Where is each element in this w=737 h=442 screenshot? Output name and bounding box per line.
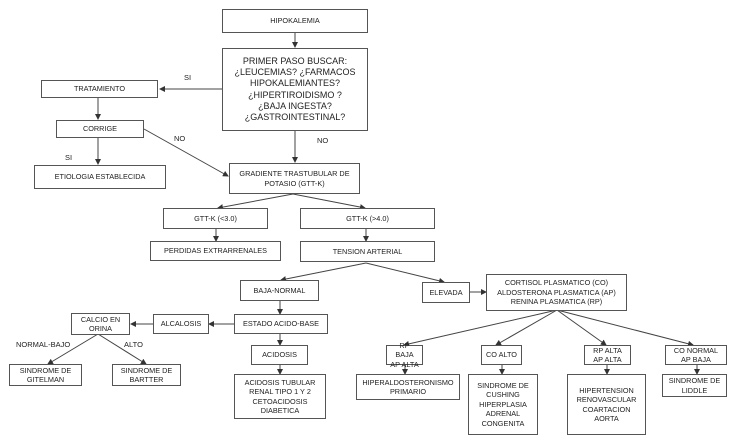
edge-calcio-bartter <box>97 333 147 365</box>
node-bartter: SINDROME DE BARTTER <box>112 364 181 386</box>
edge-hormonas-rpalta <box>556 309 607 346</box>
node-perdidas: PERDIDAS EXTRARRENALES <box>150 241 281 261</box>
node-acidosis: ACIDOSIS <box>251 345 308 365</box>
node-baja-normal: BAJA-NORMAL <box>240 280 319 301</box>
edge-hormonas-conormal <box>556 309 694 347</box>
node-tension: TENSION ARTERIAL <box>300 241 435 262</box>
edge-label-alto: ALTO <box>124 340 143 349</box>
edge-hormonas-rpbaja <box>403 309 558 347</box>
node-hiperaldosteronismo: HIPERALDOSTERONISMO PRIMARIO <box>356 374 460 400</box>
edge-label-si-tratamiento: SI <box>184 73 192 82</box>
node-hormonas: CORTISOL PLASMATICO (CO) ALDOSTERONA PLA… <box>486 274 627 311</box>
node-co-normal: CO NORMAL AP BAJA <box>665 345 727 365</box>
node-acido-base: ESTADO ACIDO-BASE <box>234 314 328 334</box>
edge-label-si-corrige: SI <box>65 153 73 162</box>
node-acidosis-tubular: ACIDOSIS TUBULAR RENAL TIPO 1 Y 2 CETOAC… <box>234 374 326 419</box>
edge-gttk-high <box>292 193 366 210</box>
edge-calcio-gitelman <box>47 333 99 365</box>
node-rp-baja: RP BAJA AP ALTA <box>386 341 423 369</box>
edge-label-no-corrige: NO <box>174 134 186 143</box>
edge-label-no-primer: NO <box>317 136 329 145</box>
node-calcio-orina: CALCIO EN ORINA <box>71 313 130 335</box>
node-cushing: SINDROME DE CUSHING HIPERPLASIA ADRENAL … <box>468 374 538 435</box>
node-hipokalemia: HIPOKALEMIA <box>222 9 368 33</box>
edge-gttk-low <box>217 193 294 211</box>
node-etiologia: ETIOLOGIA ESTABLECIDA <box>34 165 166 189</box>
node-corrige: CORRIGE <box>56 120 144 138</box>
node-primer-paso: PRIMER PASO BUSCAR: ¿LEUCEMIAS? ¿FARMACO… <box>222 48 368 131</box>
node-alcalosis: ALCALOSIS <box>153 314 209 334</box>
edge-tension-elevada <box>365 262 445 284</box>
edge-corrige-gttk <box>143 128 229 177</box>
node-tratamiento: TRATAMIENTO <box>41 80 158 98</box>
node-liddle: SINDROME DE LIDDLE <box>662 374 727 397</box>
node-hipertension: HIPERTENSION RENOVASCULAR COARTACION AOR… <box>567 374 646 435</box>
node-co-alto: CO ALTO <box>481 345 522 365</box>
edge-tension-baja <box>280 262 367 282</box>
node-gtt-k: GRADIENTE TRASTUBULAR DE POTASIO (GTT-K) <box>229 163 360 194</box>
node-rp-alta: RP ALTA AP ALTA <box>584 345 631 365</box>
edge-hormonas-coalto <box>495 309 558 346</box>
node-elevada: ELEVADA <box>422 282 470 303</box>
node-gtt-low: GTT-K (<3.0) <box>163 208 268 229</box>
node-gitelman: SINDROME DE GITELMAN <box>9 364 82 386</box>
node-gtt-high: GTT-K (>4.0) <box>300 208 435 229</box>
edge-label-normal-bajo: NORMAL-BAJO <box>16 340 71 349</box>
